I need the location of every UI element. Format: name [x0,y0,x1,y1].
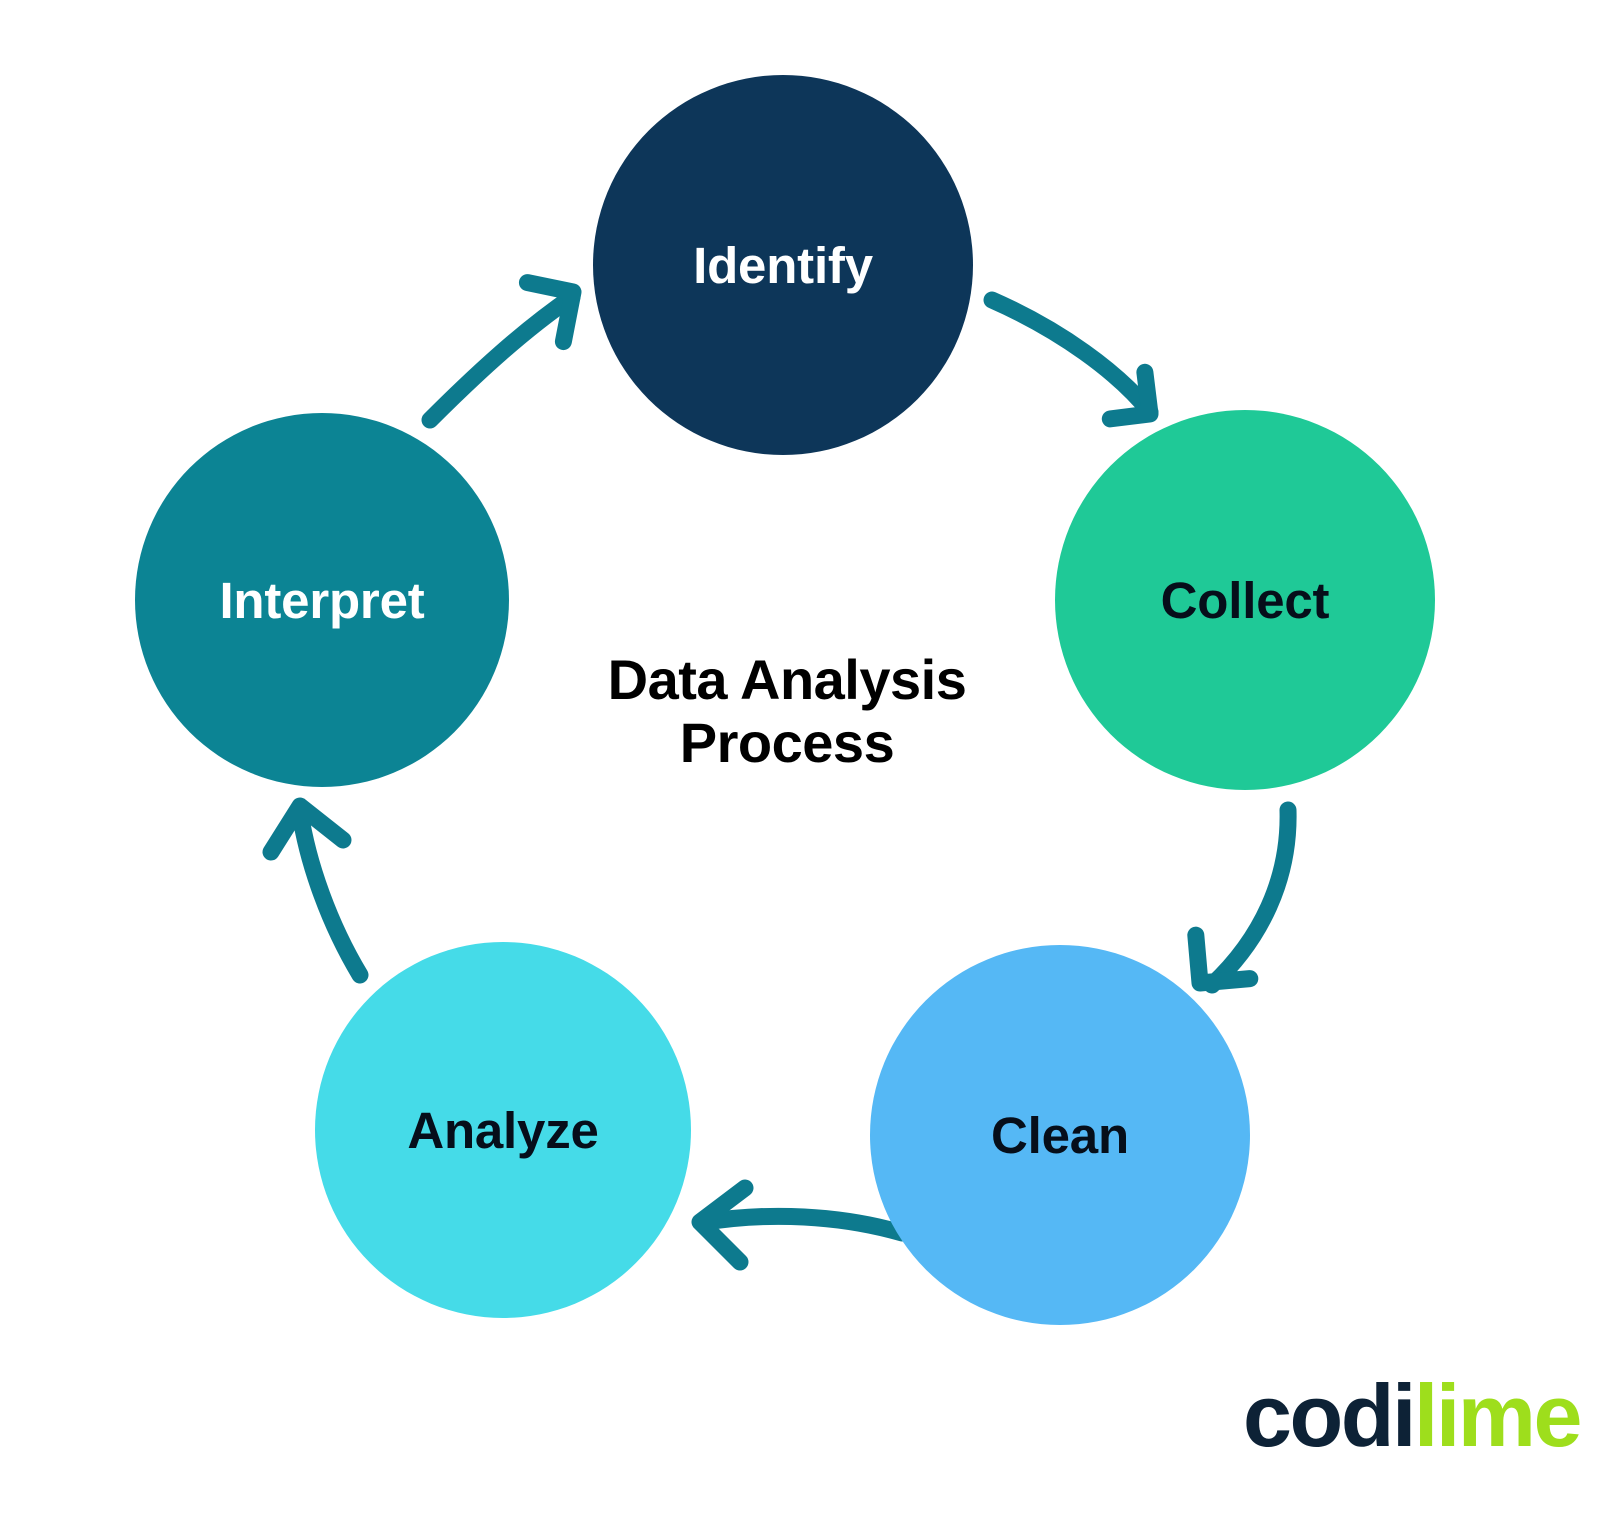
arrow-clean-to-analyze [691,1179,911,1271]
diagram-title-line-2: Process [679,711,895,775]
logo-text-lime: lime [1413,1366,1583,1465]
process-node-collect[interactable]: Collect [1055,410,1435,790]
node-label-clean: Clean [991,1106,1129,1164]
node-label-identify: Identify [693,236,873,294]
node-label-collect: Collect [1160,571,1330,629]
diagram-title: Data Analysis Process [487,648,1087,775]
logo-text-codi: codi [1243,1366,1416,1465]
arrow-identify-to-collect [983,291,1159,428]
process-node-interpret[interactable]: Interpret [135,413,509,787]
arrow-collect-to-clean [1187,801,1297,994]
arrow-analyze-to-interpret [262,797,369,984]
process-node-identify[interactable]: Identify [593,75,973,455]
process-node-clean[interactable]: Clean [870,945,1250,1325]
node-label-interpret: Interpret [219,571,425,629]
diagram-title-line-1: Data Analysis [607,648,967,711]
node-label-analyze: Analyze [407,1101,599,1159]
arrow-interpret-to-identify [421,274,582,429]
process-node-analyze[interactable]: Analyze [315,942,691,1318]
